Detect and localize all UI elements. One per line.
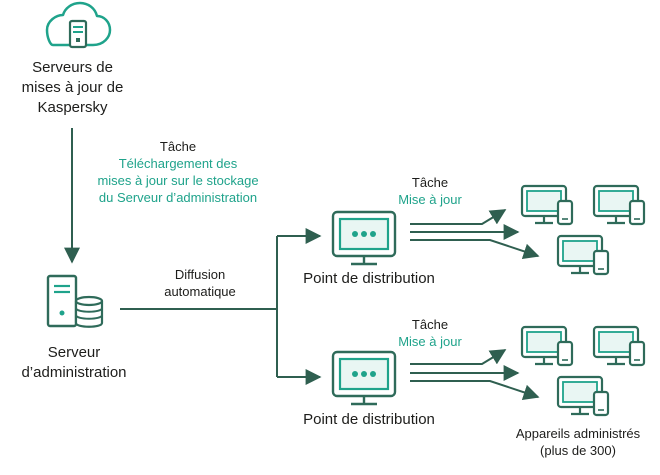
desktop-phone-icon (556, 375, 610, 417)
fanout-arrows-bottom (410, 349, 540, 401)
auto-distribution-label: Diffusion automatique (164, 267, 236, 299)
update-servers-label: Serveurs de mises à jour de Kaspersky (21, 59, 124, 116)
desktop-phone-icon (592, 325, 646, 367)
distribution-point-label: Point de distribution (303, 411, 435, 428)
desktop-phone-icon (556, 234, 610, 276)
monitor-dots-icon (331, 210, 397, 266)
fanout-arrows-top (410, 209, 540, 260)
desktop-phone-icon (520, 184, 574, 226)
admin-server-label: Serveur d’administration (21, 344, 127, 381)
managed-devices-label: Appareils administrés (plus de 300) (515, 426, 641, 458)
desktop-phone-icon (592, 184, 646, 226)
desktop-phone-icon (520, 325, 574, 367)
monitor-dots-icon (331, 350, 397, 406)
download-task-label: Tâche Téléchargement des mises à jour su… (97, 139, 259, 205)
distribution-point-label: Point de distribution (303, 270, 435, 287)
update-task-label: Tâche Mise à jour (398, 175, 462, 207)
cloud-server-icon (45, 1, 112, 49)
server-database-icon (46, 274, 104, 328)
update-task-label: Tâche Mise à jour (398, 317, 462, 349)
